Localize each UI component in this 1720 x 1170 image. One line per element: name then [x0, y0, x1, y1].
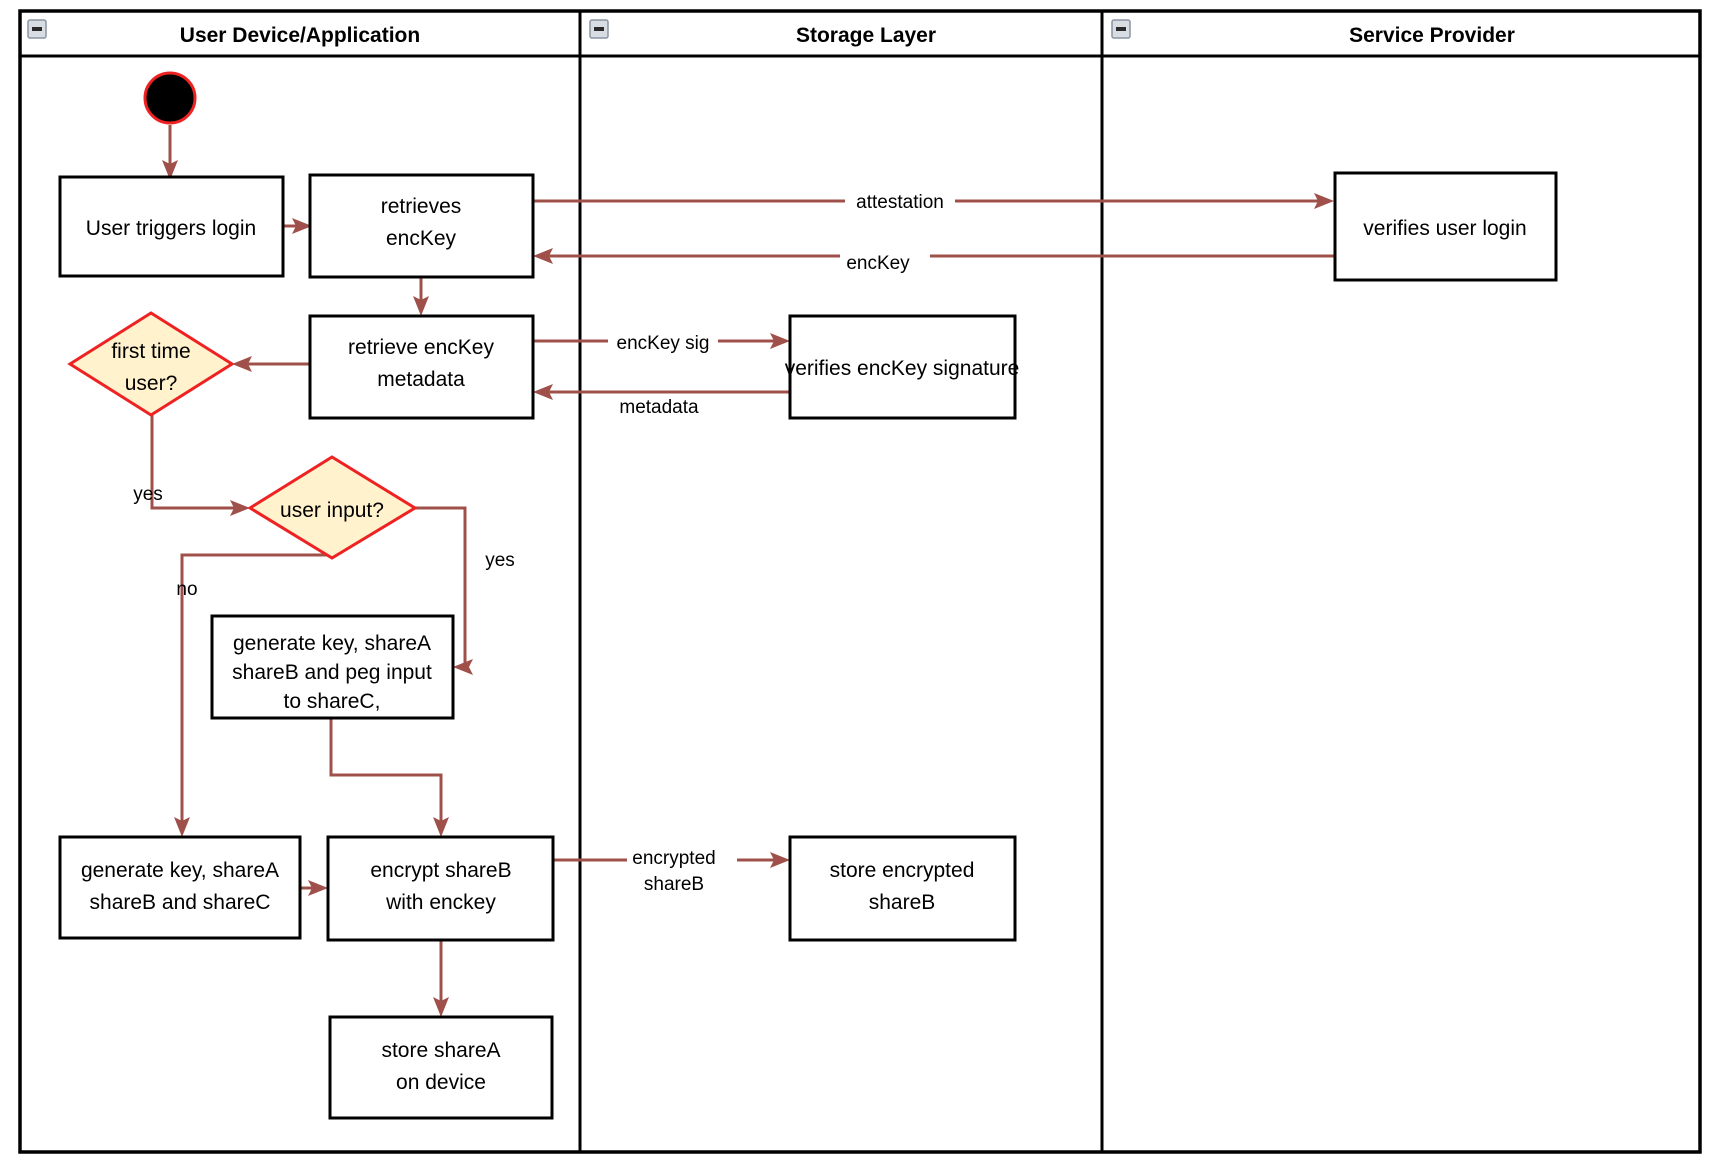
edge-encrypt-to-storesharea [433, 940, 449, 1017]
collapse-minus-icon[interactable] [589, 19, 609, 39]
decision-diamond[interactable] [67, 311, 235, 417]
lane-title-storage: Storage Layer [796, 24, 936, 47]
edge-label-userinput-no: no [176, 579, 197, 600]
initial-node-circle[interactable] [143, 71, 197, 125]
node-label: verifies user login [1363, 217, 1526, 240]
decision-diamond[interactable] [247, 455, 418, 560]
node-user-input[interactable]: user input? [247, 455, 418, 560]
node-generate-key-peg[interactable]: generate key, shareA shareB and peg inpu… [210, 614, 455, 720]
node-label-line1: generate key, shareA [81, 859, 279, 882]
edge-enckey-return [533, 248, 1335, 264]
edge-labels-group: attestation encKey encKey sig metadata y… [133, 188, 955, 895]
node-label-line2: shareB [869, 891, 936, 914]
node-label-line2: user? [125, 372, 178, 395]
collapse-minus-icon[interactable] [1111, 19, 1131, 39]
node-label-line2: shareB and peg input [232, 661, 432, 684]
node-label: verifies encKey signature [785, 357, 1020, 380]
node-label-line2: on device [396, 1071, 486, 1094]
node-label-line1: generate key, shareA [233, 632, 431, 655]
action-box[interactable] [328, 1015, 554, 1120]
node-label-line3: to shareC, [284, 690, 381, 713]
node-label-line2: shareB and shareC [90, 891, 271, 914]
node-label-line1: store encrypted [830, 859, 975, 882]
edge-label-userinput-yes: yes [485, 550, 515, 571]
node-label: User triggers login [86, 217, 256, 240]
node-label-line1: retrieves [381, 195, 462, 218]
node-label-line2: metadata [377, 368, 465, 391]
node-label: user input? [280, 499, 384, 522]
node-start[interactable] [143, 71, 197, 125]
node-retrieves-enckey[interactable]: retrieves encKey [308, 173, 535, 279]
node-user-triggers-login[interactable]: User triggers login [58, 175, 285, 278]
edge-label-firsttime-yes: yes [133, 484, 163, 505]
action-box[interactable] [58, 175, 285, 278]
node-label-line1: store shareA [381, 1039, 500, 1062]
edge-login-to-retrieves [283, 218, 312, 234]
node-label-line2: with enckey [385, 891, 496, 914]
edge-retrieves-to-metadata [413, 277, 429, 316]
edge-start-to-login [162, 125, 178, 180]
action-box[interactable] [58, 835, 302, 940]
lane-header-storage[interactable]: Storage Layer [589, 19, 936, 47]
action-box[interactable] [308, 173, 535, 279]
edge-userinput-yes [415, 506, 473, 675]
node-label-line2: encKey [386, 227, 457, 250]
edge-label-enckey-sig: encKey sig [617, 333, 710, 354]
node-verifies-enckey-signature[interactable]: verifies encKey signature [785, 314, 1020, 420]
edge-peg-to-encrypt [329, 718, 449, 837]
node-retrieve-enckey-metadata[interactable]: retrieve encKey metadata [308, 314, 535, 420]
edge-sharec-to-encrypt [300, 880, 328, 896]
action-box[interactable] [308, 314, 535, 420]
action-box[interactable] [326, 835, 555, 942]
edge-label-encrypted-line1: encrypted [632, 848, 715, 869]
edge-label-attestation: attestation [856, 192, 944, 213]
edge-metadata-to-firsttime [232, 356, 310, 372]
action-box[interactable] [1333, 171, 1558, 282]
node-verifies-user-login[interactable]: verifies user login [1333, 171, 1558, 282]
edge-metadata-return [533, 384, 790, 400]
edge-label-encrypted-line2: shareB [644, 874, 704, 895]
lane-title-user-device: User Device/Application [180, 24, 420, 47]
lane-header-user-device[interactable]: User Device/Application [27, 19, 420, 47]
lane-title-service-provider: Service Provider [1349, 24, 1515, 47]
action-box[interactable] [210, 614, 455, 720]
action-box[interactable] [788, 835, 1017, 942]
diagram-outer-border [18, 9, 1702, 1154]
node-store-encrypted-shareb[interactable]: store encrypted shareB [788, 835, 1017, 942]
node-first-time-user[interactable]: first time user? [67, 311, 235, 417]
node-label-line1: retrieve encKey [348, 336, 494, 359]
edge-label-enckey: encKey [846, 253, 910, 274]
node-generate-key-sharec[interactable]: generate key, shareA shareB and shareC [58, 835, 302, 940]
edge-label-metadata: metadata [619, 397, 699, 418]
node-store-sharea[interactable]: store shareA on device [328, 1015, 554, 1120]
action-box[interactable] [788, 314, 1017, 420]
node-encrypt-shareb[interactable]: encrypt shareB with enckey [326, 835, 555, 942]
edge-firsttime-yes [150, 415, 250, 516]
node-label-line1: first time [111, 340, 190, 363]
node-label-line1: encrypt shareB [370, 859, 511, 882]
lane-header-service-provider[interactable]: Service Provider [1111, 19, 1515, 47]
edge-userinput-no [174, 553, 332, 837]
collapse-minus-icon[interactable] [27, 19, 47, 39]
